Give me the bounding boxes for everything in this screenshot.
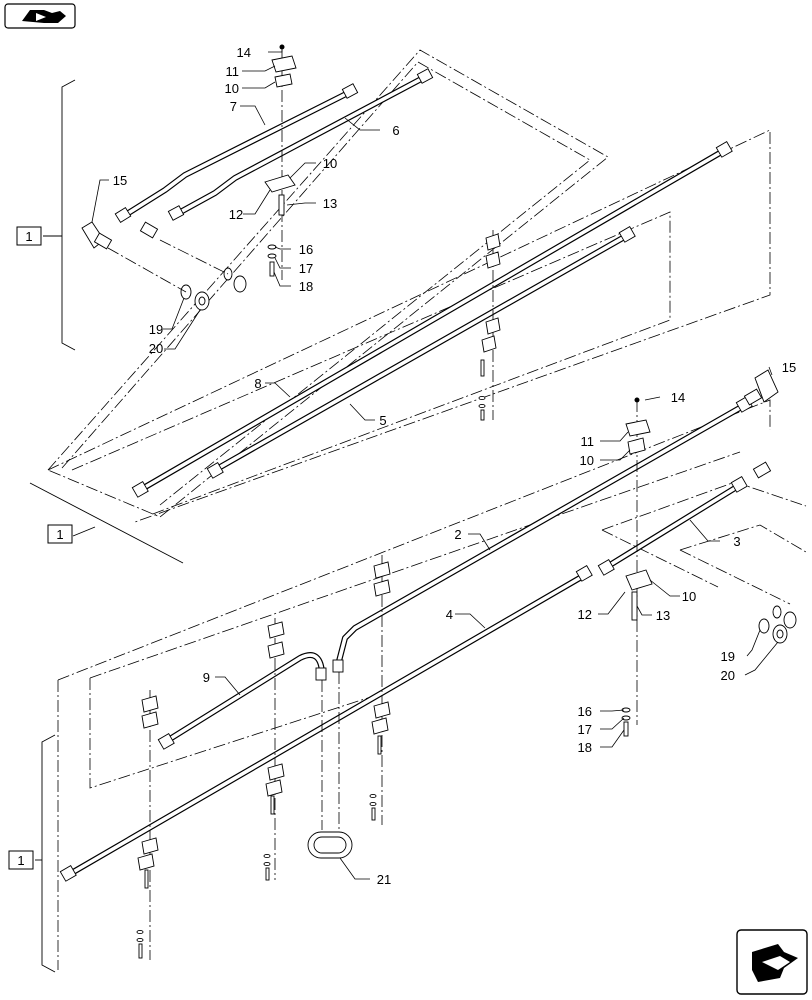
callout-5: 5 (379, 413, 386, 428)
clamp-stack-lower-1 (136, 690, 159, 960)
washer-nut-right (758, 605, 797, 644)
washer-nut-top (107, 239, 247, 311)
ref-label-1-top: 1 (25, 229, 32, 244)
callout-8: 8 (254, 376, 261, 391)
frame-top (47, 49, 609, 518)
callout-19-top: 19 (149, 322, 163, 337)
ref-box-middle: 1 (47, 524, 73, 544)
clamp-stack-middle (478, 230, 501, 421)
callout-16-top: 16 (299, 242, 313, 257)
callout-labels: 14 11 10 7 6 15 10 12 13 16 17 18 19 20 … (113, 45, 796, 887)
callout-2: 2 (454, 527, 461, 542)
callout-16-right: 16 (578, 704, 592, 719)
ref-box-bottom: 1 (8, 850, 34, 870)
elbow-fitting-15-top (81, 221, 113, 250)
elbow-fitting-small (139, 221, 772, 479)
pipe-3 (602, 482, 743, 571)
group-bracket-bottom (35, 734, 56, 973)
group-bracket-top (43, 79, 76, 351)
callout-6: 6 (392, 123, 399, 138)
callout-15-right: 15 (782, 360, 796, 375)
grommet-21 (307, 672, 353, 859)
callout-7: 7 (230, 99, 237, 114)
elbow-fitting-15-right (743, 369, 779, 406)
callout-4: 4 (446, 607, 453, 622)
pipe-4 (65, 572, 588, 878)
group-bracket-middle (29, 482, 184, 564)
callout-20-top: 20 (149, 341, 163, 356)
pipe-5 (212, 232, 631, 473)
clamp-stack-right (621, 397, 653, 737)
callout-11-top: 11 (226, 64, 240, 79)
callout-21: 21 (377, 872, 391, 887)
callout-20-right: 20 (721, 668, 735, 683)
ref-label-1-middle: 1 (56, 527, 63, 542)
callout-10-right: 10 (580, 453, 594, 468)
ref-box-top: 1 (16, 226, 42, 246)
callout-3: 3 (733, 534, 740, 549)
callout-14-right: 14 (671, 390, 685, 405)
callout-13-right: 13 (656, 608, 670, 623)
callout-13-top: 13 (323, 196, 337, 211)
callout-10-mid: 10 (323, 156, 337, 171)
callout-10-top: 10 (225, 81, 239, 96)
callout-12-right: 12 (578, 607, 592, 622)
callout-12-top: 12 (229, 207, 243, 222)
callout-17-right: 17 (578, 722, 592, 737)
callout-18-right: 18 (578, 740, 592, 755)
pipe-7 (119, 89, 353, 220)
callout-14-top: 14 (237, 45, 251, 60)
leader-lines (91, 48, 779, 880)
pipe-8 (137, 147, 728, 493)
clamp-stack-lower-2 (263, 618, 285, 881)
callout-17-top: 17 (299, 261, 313, 276)
clamp-stack-top (264, 44, 297, 280)
ref-label-1-bottom: 1 (17, 853, 24, 868)
callout-18-top: 18 (299, 279, 313, 294)
pipe-fittings (59, 68, 753, 882)
pipe-9 (162, 652, 325, 745)
frame-lower (57, 399, 807, 970)
callout-9: 9 (203, 670, 210, 685)
frame-middle (47, 129, 771, 523)
callout-15-top: 15 (113, 173, 127, 188)
pipe-6 (172, 74, 428, 218)
clamp-stack-lower-3 (369, 555, 391, 825)
callout-19-right: 19 (721, 649, 735, 664)
view-direction-icon[interactable] (4, 3, 76, 29)
next-page-arrow-icon[interactable] (736, 929, 808, 995)
callout-10-lower: 10 (682, 589, 696, 604)
pipe-2 (335, 402, 748, 668)
callout-11-right: 11 (581, 434, 595, 449)
